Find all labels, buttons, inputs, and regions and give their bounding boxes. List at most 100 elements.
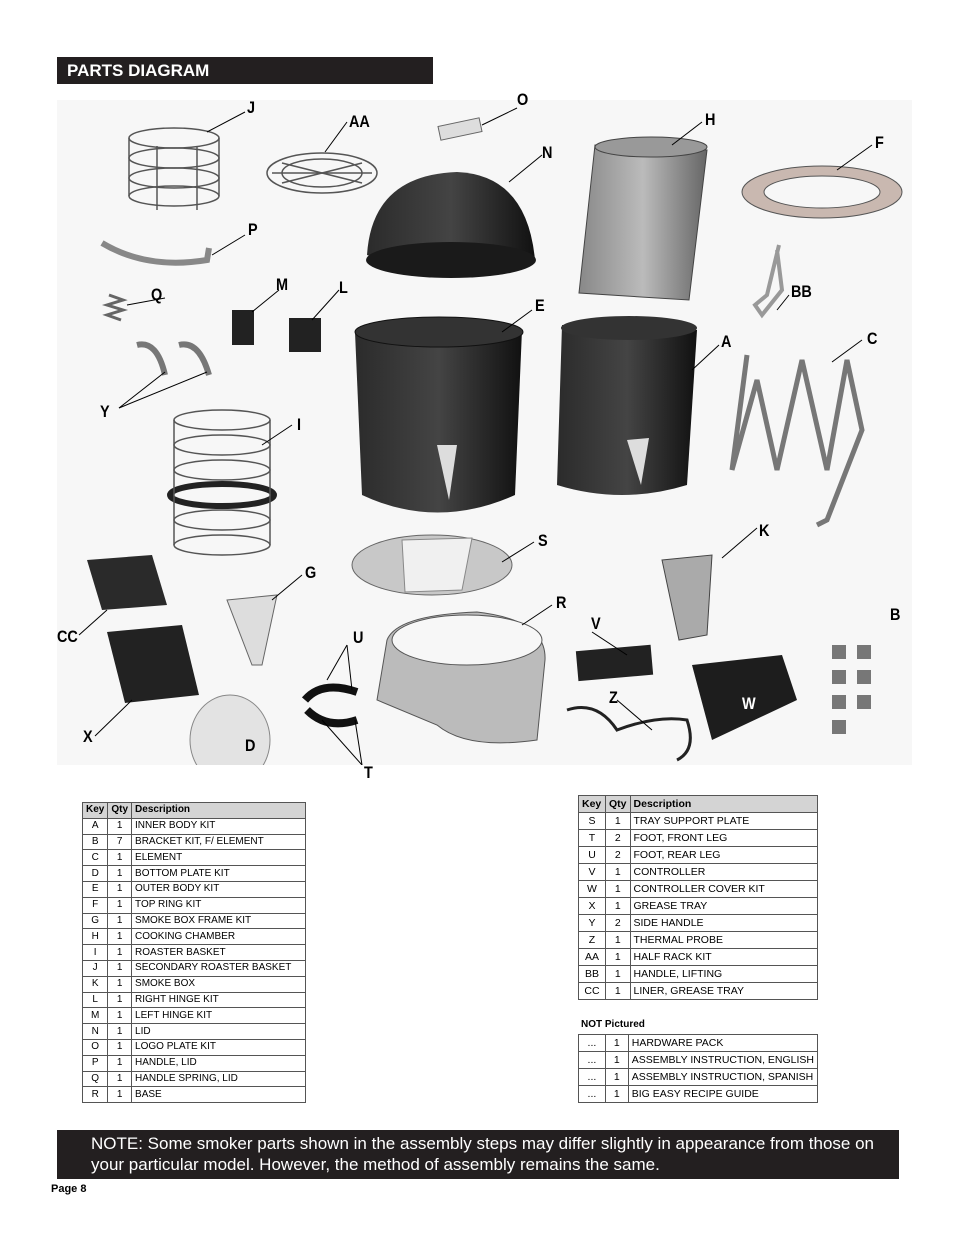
part-qty: 2: [605, 846, 631, 864]
part-key: G: [81, 912, 109, 930]
label-j: J: [247, 98, 256, 117]
label-aa: AA: [349, 112, 370, 131]
part-description: HANDLE, LID: [131, 1054, 306, 1072]
part-key: P: [81, 1054, 109, 1072]
label-h: H: [705, 110, 716, 129]
part-qty: 1: [604, 1034, 629, 1052]
part-qty: 1: [107, 817, 133, 835]
part-key: R: [81, 1086, 109, 1104]
part-key: J: [81, 959, 109, 977]
part-description: THERMAL PROBE: [629, 931, 819, 949]
label-e: E: [535, 296, 545, 315]
label-l: L: [339, 278, 348, 297]
part-description: LEFT HINGE KIT: [131, 1007, 306, 1025]
part-qty: 1: [605, 897, 631, 915]
part-qty: 1: [604, 1068, 629, 1086]
part-key: BB: [578, 965, 606, 983]
label-q: Q: [151, 285, 163, 304]
part-key: ...: [578, 1034, 606, 1052]
part-qty: 1: [605, 948, 631, 966]
label-bb: BB: [791, 282, 812, 301]
label-x: X: [83, 727, 93, 746]
part-description: HARDWARE PACK: [627, 1034, 819, 1052]
part-key: Q: [81, 1070, 109, 1088]
part-qty: 1: [107, 928, 133, 946]
part-key: ...: [578, 1085, 606, 1103]
part-description: HANDLE, LIFTING: [629, 965, 819, 983]
part-key: W: [578, 880, 606, 898]
part-qty: 1: [107, 1086, 133, 1104]
col-header-description: Description: [629, 795, 819, 813]
part-key: AA: [578, 948, 606, 966]
part-qty: 1: [107, 991, 133, 1009]
label-r: R: [556, 593, 567, 612]
part-qty: 2: [605, 914, 631, 932]
part-description: BRACKET KIT, F/ ELEMENT: [131, 833, 306, 851]
label-y: Y: [100, 402, 110, 421]
part-key: T: [578, 829, 606, 847]
parts-illustration: [78, 107, 903, 765]
part-description: BOTTOM PLATE KIT: [131, 865, 306, 882]
page-number: Page 8: [51, 1183, 87, 1195]
part-qty: 1: [605, 965, 631, 983]
part-key: S: [578, 812, 606, 830]
part-key: ...: [578, 1068, 606, 1086]
label-a: A: [721, 332, 732, 351]
part-qty: 1: [107, 1007, 133, 1025]
col-header-description: Description: [131, 802, 306, 819]
part-description: BIG EASY RECIPE GUIDE: [627, 1085, 819, 1103]
part-qty: 1: [107, 849, 133, 867]
part-description: TRAY SUPPORT PLATE: [629, 812, 819, 830]
part-key: Z: [578, 931, 606, 949]
part-qty: 1: [605, 982, 631, 1000]
part-description: CONTROLLER: [629, 863, 819, 881]
part-description: RIGHT HINGE KIT: [131, 991, 306, 1009]
part-description: ASSEMBLY INSTRUCTION, ENGLISH: [627, 1051, 819, 1069]
label-k: K: [759, 521, 770, 540]
part-qty: 1: [107, 865, 133, 882]
part-key: X: [578, 897, 606, 915]
label-w: W: [742, 694, 756, 713]
note-text: NOTE: Some smoker parts shown in the ass…: [91, 1134, 874, 1174]
part-qty: 1: [605, 863, 631, 881]
part-qty: 1: [107, 912, 133, 930]
part-qty: 1: [605, 812, 631, 830]
part-description: SMOKE BOX: [131, 975, 306, 993]
part-description: ROASTER BASKET: [131, 944, 306, 961]
label-o: O: [517, 90, 529, 109]
part-key: U: [578, 846, 606, 864]
part-key: E: [81, 880, 109, 898]
col-header-key: Key: [81, 802, 109, 819]
part-qty: 1: [604, 1085, 629, 1103]
part-description: FOOT, REAR LEG: [629, 846, 819, 864]
part-qty: 1: [107, 880, 133, 898]
parts-diagram: J AA O H N F P Q M L BB E A C Y I K S G …: [57, 90, 912, 782]
part-description: CONTROLLER COVER KIT: [629, 880, 819, 898]
part-key: D: [81, 865, 109, 882]
part-key: I: [81, 944, 109, 961]
part-qty: 1: [107, 959, 133, 977]
part-qty: 1: [605, 880, 631, 898]
